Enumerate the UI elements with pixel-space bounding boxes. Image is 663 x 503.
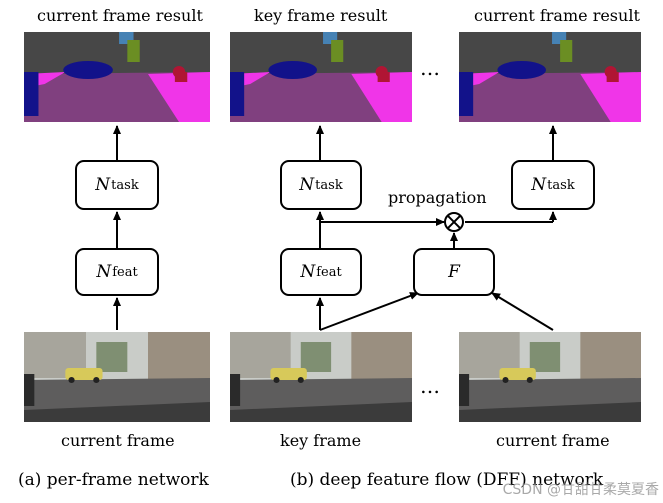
input-frame-image-current bbox=[459, 332, 641, 422]
segmentation-result-image-key bbox=[230, 32, 412, 122]
propagation-operator-icon bbox=[444, 212, 464, 232]
watermark: CSDN @甘甜甘柔莫夏香 bbox=[502, 482, 659, 498]
label-current-frame-result-b: current frame result bbox=[474, 6, 640, 25]
propagation-label: propagation bbox=[388, 188, 487, 207]
input-frame-image-key bbox=[230, 332, 412, 422]
label-key-frame-result: key frame result bbox=[254, 6, 388, 25]
flow-box: F bbox=[413, 248, 495, 296]
label-current-frame-a: current frame bbox=[61, 431, 175, 450]
segmentation-result-image-a bbox=[24, 32, 210, 122]
input-frame-image-a bbox=[24, 332, 210, 422]
ellipsis-bottom: … bbox=[420, 374, 442, 398]
label-current-frame-result-a: current frame result bbox=[37, 6, 203, 25]
caption-a: (a) per-frame network bbox=[18, 470, 209, 490]
label-current-frame-b: current frame bbox=[496, 431, 610, 450]
ellipsis-top: … bbox=[420, 56, 442, 80]
caption-b: (b) deep feature flow (DFF) network bbox=[290, 470, 604, 490]
segmentation-result-image-current bbox=[459, 32, 641, 122]
arrow-keyframe-to-flow bbox=[319, 292, 419, 331]
label-key-frame: key frame bbox=[280, 431, 362, 450]
arrow-currentframe-to-flow bbox=[491, 292, 554, 331]
